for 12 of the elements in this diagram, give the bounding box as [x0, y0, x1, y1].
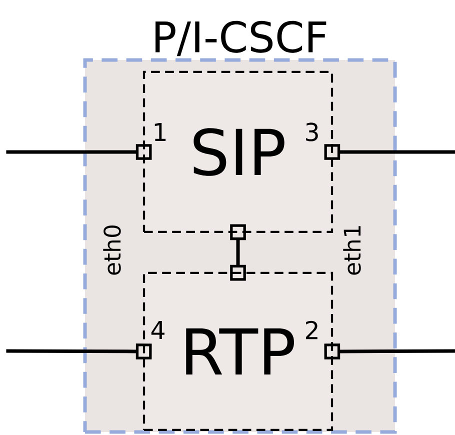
- connector-line: [324, 344, 455, 360]
- port-number: 4: [151, 321, 164, 339]
- node-label: P/I-CSCF: [156, 20, 326, 56]
- connector-line: [6, 144, 152, 160]
- port-number: 1: [154, 123, 166, 141]
- connector-line: [6, 344, 152, 360]
- port-number: 2: [306, 320, 318, 340]
- interface-label: eth1: [343, 226, 361, 275]
- connector-line: [324, 144, 455, 160]
- port-number: 3: [306, 122, 318, 142]
- connector-line: [230, 224, 246, 281]
- interface-label: eth0: [103, 226, 121, 275]
